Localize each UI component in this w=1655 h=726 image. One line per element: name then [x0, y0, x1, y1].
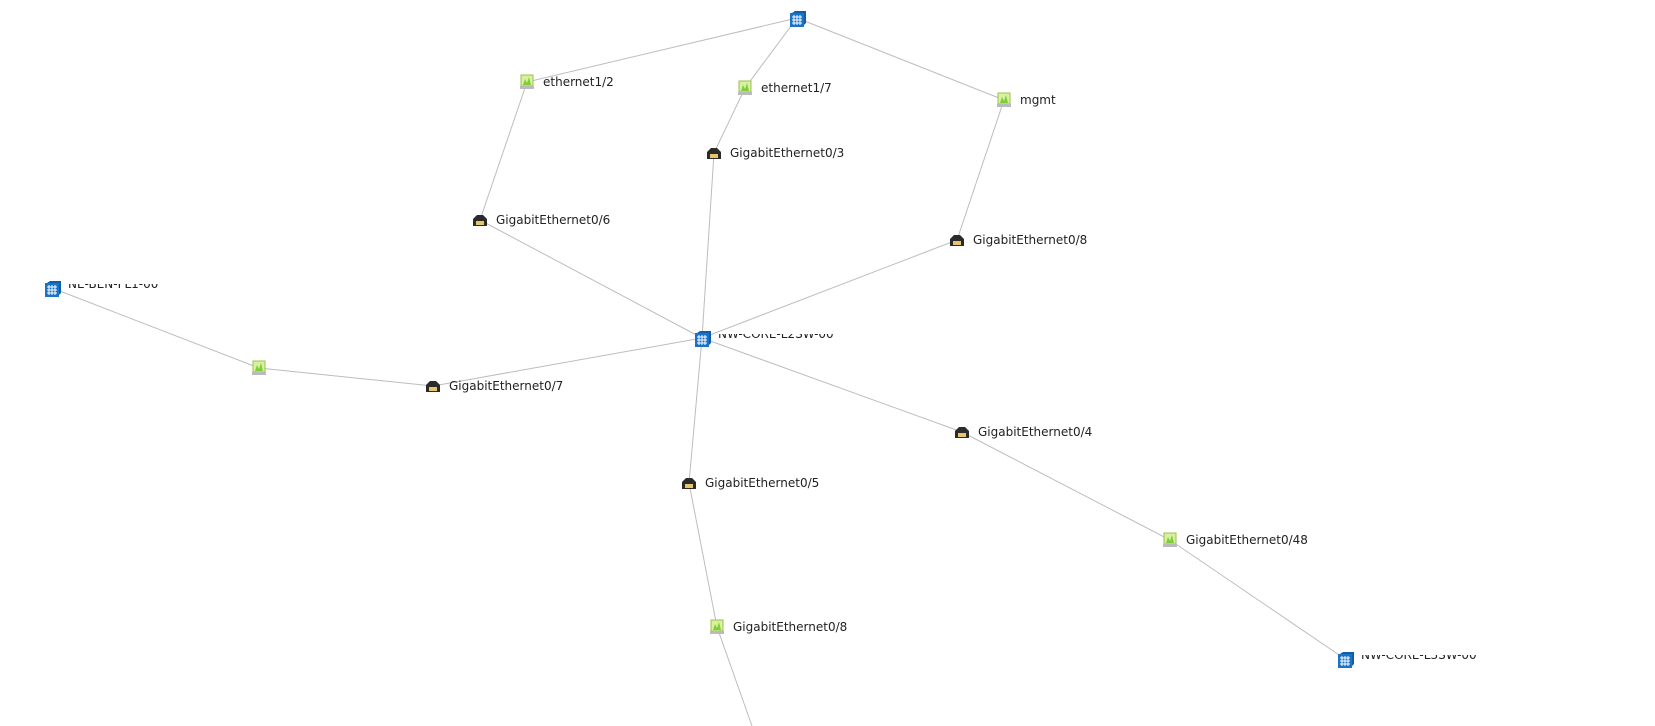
switch-icon	[44, 280, 61, 297]
ethernet-port-icon	[949, 232, 965, 248]
ethernet-port-icon	[706, 145, 722, 161]
link-gi05-gi08b	[688, 482, 718, 628]
node-label: NW-CORE-L3SW-00	[1361, 655, 1477, 661]
node-port-gi03[interactable]: GigabitEthernet0/3	[706, 145, 844, 161]
link-gi06-center	[479, 219, 703, 339]
node-label: GigabitEthernet0/5	[705, 476, 820, 490]
interface-icon	[737, 80, 753, 96]
node-label: mgmt	[1020, 93, 1056, 107]
link-mgmt-gi08a	[956, 99, 1005, 241]
interface-icon	[996, 92, 1012, 108]
node-interface-unnamed[interactable]	[251, 360, 267, 376]
link-top-eth12	[526, 17, 798, 83]
link-gi04-gi048	[961, 431, 1171, 541]
node-label: NW-CORE-L2SW-00	[718, 334, 834, 340]
node-interface-gi048[interactable]: GigabitEthernet0/48	[1162, 532, 1308, 548]
node-label: GigabitEthernet0/8	[733, 620, 848, 634]
node-port-gi04[interactable]: GigabitEthernet0/4	[954, 424, 1092, 440]
node-switch-center[interactable]: NW-CORE-L2SW-00	[694, 330, 834, 347]
interface-icon	[1162, 532, 1178, 548]
link-center-gi07	[432, 337, 703, 387]
node-switch-top[interactable]	[789, 10, 806, 27]
node-port-gi06[interactable]: GigabitEthernet0/6	[472, 212, 610, 228]
node-label: GigabitEthernet0/7	[449, 379, 564, 393]
node-interface-mgmt[interactable]: mgmt	[996, 92, 1056, 108]
switch-icon	[789, 10, 806, 27]
link-gi08b-offscreen	[716, 626, 753, 726]
node-label: GigabitEthernet0/8	[973, 233, 1088, 247]
link-center-gi05	[688, 337, 703, 484]
link-eth17-gi03	[713, 87, 746, 154]
node-interface-gi08b[interactable]: GigabitEthernet0/8	[709, 619, 847, 635]
node-label: GigabitEthernet0/3	[730, 146, 845, 160]
node-label: ethernet1/2	[543, 75, 614, 89]
link-gi07-unnamed	[258, 367, 434, 387]
ethernet-port-icon	[472, 212, 488, 228]
interface-icon	[709, 619, 725, 635]
interface-icon	[519, 74, 535, 90]
link-eth12-gi06	[479, 81, 528, 221]
link-gi08a-center	[701, 239, 958, 339]
node-interface-eth12[interactable]: ethernet1/2	[519, 74, 614, 90]
ethernet-port-icon	[681, 475, 697, 491]
node-port-gi07[interactable]: GigabitEthernet0/7	[425, 378, 563, 394]
ethernet-port-icon	[425, 378, 441, 394]
link-unnamed-left	[51, 287, 260, 369]
link-gi03-center	[701, 152, 715, 339]
node-label: GigabitEthernet0/6	[496, 213, 611, 227]
link-top-eth17	[744, 17, 798, 89]
node-label: GigabitEthernet0/4	[978, 425, 1093, 439]
node-label: GigabitEthernet0/48	[1186, 533, 1308, 547]
interface-icon	[251, 360, 267, 376]
node-switch-left[interactable]: NE-BEN-FL1-00	[44, 280, 158, 297]
node-port-gi08a[interactable]: GigabitEthernet0/8	[949, 232, 1087, 248]
link-gi048-br	[1169, 539, 1346, 660]
node-port-gi05[interactable]: GigabitEthernet0/5	[681, 475, 819, 491]
link-center-gi04	[701, 337, 963, 433]
switch-icon	[694, 330, 711, 347]
node-label: NE-BEN-FL1-00	[68, 284, 158, 290]
node-switch-br[interactable]: NW-CORE-L3SW-00	[1337, 651, 1477, 668]
node-label: ethernet1/7	[761, 81, 832, 95]
node-interface-eth17[interactable]: ethernet1/7	[737, 80, 832, 96]
switch-icon	[1337, 651, 1354, 668]
ethernet-port-icon	[954, 424, 970, 440]
link-top-mgmt	[796, 17, 1005, 101]
